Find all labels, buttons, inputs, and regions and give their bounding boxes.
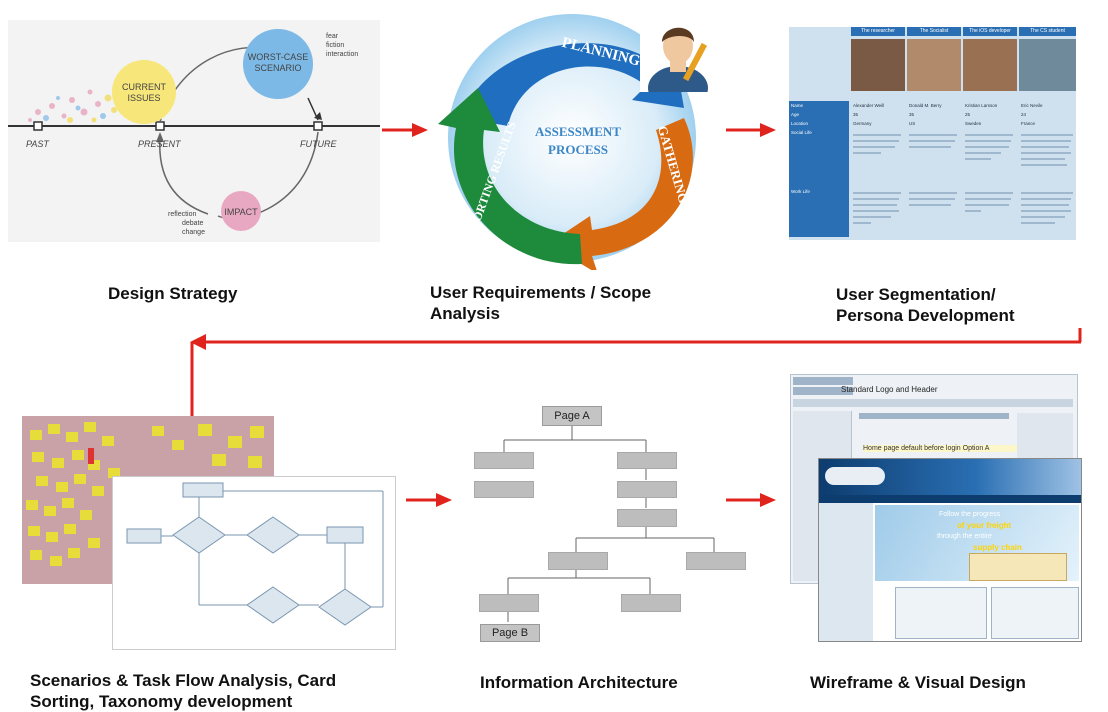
persona-location: France: [1021, 121, 1036, 126]
ia-node: [474, 452, 534, 469]
assessment-center-label: ASSESSMENT: [535, 124, 621, 139]
page-b-node: Page B: [480, 624, 540, 642]
caption-design-strategy: Design Strategy: [108, 284, 238, 303]
ia-node: [617, 509, 677, 527]
svg-text:fiction: fiction: [326, 42, 344, 49]
row-label: Social Life: [791, 130, 812, 135]
ia-node: [548, 552, 608, 570]
design-strategy-panel: CURRENT ISSUES WORST-CASE SCENARIO IMPAC…: [8, 20, 380, 242]
impact-label: IMPACT: [224, 207, 258, 217]
past-label: PAST: [26, 139, 50, 149]
page-a-node: Page A: [542, 406, 602, 426]
svg-text:ISSUES: ISSUES: [127, 93, 160, 103]
svg-text:reflection: reflection: [168, 211, 197, 218]
persona-header: The iOS developer: [963, 27, 1017, 36]
design-strategy-diagram: CURRENT ISSUES WORST-CASE SCENARIO IMPAC…: [8, 29, 380, 236]
persona-table: The researcher The Socialist The iOS dev…: [789, 27, 1076, 240]
ia-node: [621, 594, 681, 612]
svg-text:PROCESS: PROCESS: [548, 142, 608, 157]
flow-arrow-3: [406, 493, 452, 507]
ia-node: [686, 552, 746, 570]
caption-information-architecture: Information Architecture: [480, 673, 678, 692]
persona-name: Eric Nevile: [1021, 103, 1043, 108]
persona-location: Sweden: [965, 121, 982, 126]
persona-photo: [851, 39, 905, 91]
row-label: Work Life: [791, 189, 810, 194]
reporting-arrow: [438, 88, 582, 265]
banner-text-2: of your freight: [957, 521, 1012, 530]
persona-photo: [1019, 39, 1076, 91]
svg-text:change: change: [182, 229, 205, 236]
assessment-cycle: PLANNING GATHERING DATA REPORTING RESULT…: [438, 14, 702, 270]
flow-arrow-2: [726, 123, 776, 137]
persona-age: 35: [853, 112, 859, 117]
flow-arrow-1: [382, 123, 428, 137]
persona-age: 25: [965, 112, 971, 117]
persona-header: The CS student: [1019, 27, 1076, 36]
gathering-arrow: [548, 118, 693, 270]
banner-text-4: supply chain: [973, 543, 1022, 552]
ia-node: [617, 452, 677, 469]
ia-node: [474, 481, 534, 498]
persona-age: 35: [909, 112, 915, 117]
return-flow-arrow: [190, 328, 1082, 418]
persona-name: Kristian Larsson: [965, 103, 998, 108]
caption-user-requirements: User Requirements / Scope Analysis: [430, 283, 652, 323]
persona-location: Germany: [853, 121, 872, 126]
wireframe-home-option: Home page default before login Option A: [863, 445, 1023, 452]
user-avatar-icon: [640, 12, 720, 92]
persona-location: US: [909, 121, 916, 126]
wireframe-header-text: Standard Logo and Header: [841, 385, 938, 394]
caption-scenarios: Scenarios & Task Flow Analysis, Card Sor…: [30, 671, 337, 711]
row-label: Name: [791, 103, 804, 108]
flow-arrow-4: [726, 493, 776, 507]
persona-header: The researcher: [851, 27, 905, 36]
caption-wireframe: Wireframe & Visual Design: [810, 673, 1026, 692]
persona-header: The Socialist: [907, 27, 961, 36]
row-label: Location: [791, 121, 809, 126]
worst-case-label: WORST-CASE: [248, 52, 309, 62]
persona-description-lines: [853, 134, 1073, 224]
task-flow-diagram: [112, 476, 396, 650]
banner-text-1: Follow the progress: [939, 511, 1001, 518]
svg-text:interaction: interaction: [326, 51, 358, 58]
svg-text:debate: debate: [182, 220, 204, 227]
ia-node: [479, 594, 539, 612]
persona-photo: [963, 39, 1017, 91]
current-issues-label: CURRENT: [122, 82, 167, 92]
present-label: PRESENT: [138, 139, 182, 149]
row-label: Age: [791, 112, 800, 117]
persona-name: Alexander Weill: [853, 103, 885, 108]
svg-text:fear: fear: [326, 33, 339, 40]
ia-tree-lines: [503, 422, 715, 622]
planning-arrow: [462, 43, 684, 126]
visual-design-screenshot: Follow the progress of your freight thro…: [818, 458, 1082, 642]
caption-user-segmentation: User Segmentation/ Persona Development: [836, 285, 1015, 325]
ia-node: [617, 481, 677, 498]
persona-age: 24: [1021, 112, 1027, 117]
svg-text:SCENARIO: SCENARIO: [254, 63, 301, 73]
persona-photo: [907, 39, 961, 91]
persona-name: Donald M. Berry: [909, 103, 942, 108]
future-label: FUTURE: [300, 139, 337, 149]
banner-text-3: through the entire: [937, 533, 992, 540]
